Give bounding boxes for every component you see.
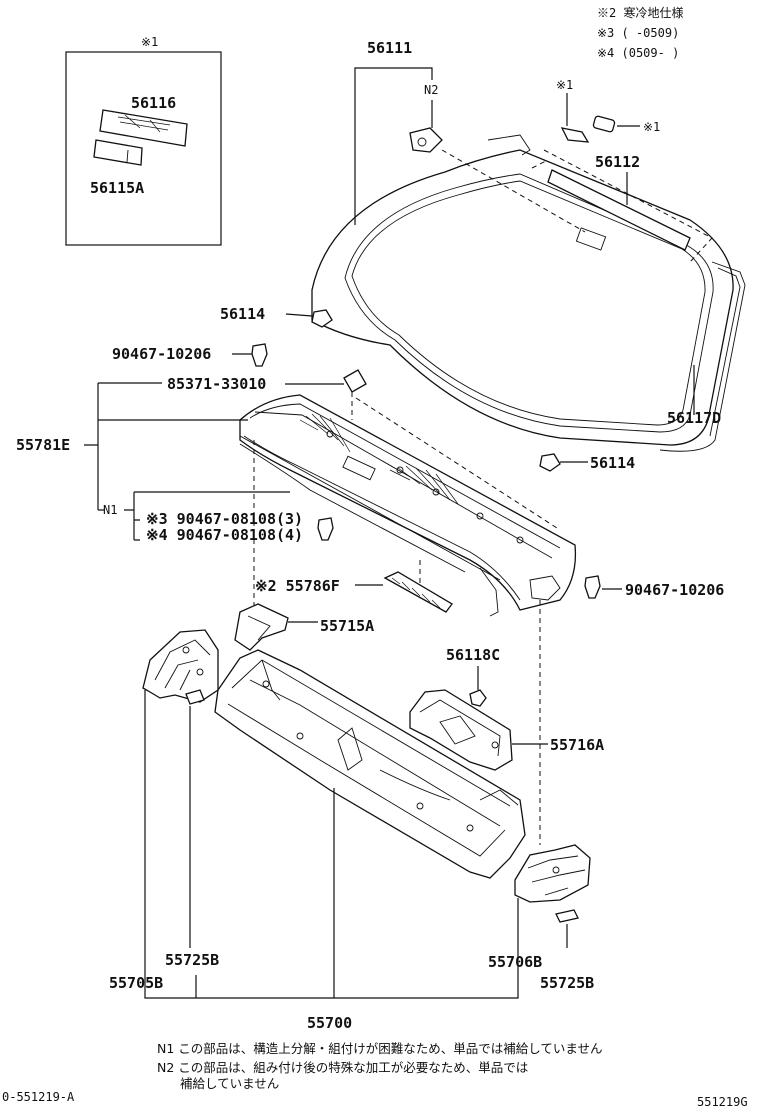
label-56111: 56111: [367, 39, 412, 57]
sticker-56116: [99, 109, 188, 147]
label-55715A: 55715A: [320, 617, 374, 635]
footnote-n2-line1: N2 この部品は、組み付け後の特殊な加工が必要なため、単品では: [157, 1060, 528, 1075]
label-56114-right: 56114: [590, 454, 635, 472]
inset-box: ※1 56116 56115A: [65, 35, 222, 246]
label-55700: 55700: [307, 1014, 352, 1032]
seal-55786F: [383, 571, 453, 613]
label-x1-right: ※1: [643, 120, 660, 134]
label-56112: 56112: [595, 153, 640, 171]
label-n2: N2: [424, 83, 438, 97]
clip-90467-08108: [317, 517, 334, 541]
shim-55725B-left: [185, 689, 205, 705]
bracket-85371: [343, 369, 561, 531]
legend-note-2: ※2 寒冷地仕様: [597, 5, 683, 20]
clip-56114-left: [311, 309, 333, 328]
footnote-n2-line2: 補給していません: [180, 1076, 279, 1091]
clip-56118C: [469, 666, 487, 707]
bracket-55715A: [234, 603, 289, 651]
side-panel-55705B: [142, 629, 219, 703]
label-90467-08108-3: ※3 90467-08108(3): [146, 510, 303, 528]
legend-note-3: ※3 ( -0509): [597, 26, 679, 40]
label-55781E: 55781E: [16, 436, 70, 454]
label-n1: N1: [103, 503, 117, 517]
legend-note-4: ※4 (0509- ): [597, 46, 679, 60]
side-panel-55706B: [514, 844, 591, 903]
label-55786F: ※2 55786F: [255, 577, 340, 595]
inset-mark: ※1: [141, 35, 158, 49]
windshield-glass: [311, 149, 734, 446]
clip-56114-right: [539, 453, 561, 472]
label-56115A: 56115A: [90, 179, 144, 197]
clip-90467-10206-left: [251, 343, 268, 367]
label-85371-33010: 85371-33010: [167, 375, 266, 393]
bracket-55716A: [409, 689, 513, 771]
label-55725B-right: 55725B: [540, 974, 594, 992]
diagram-code-right: 551219G: [697, 1095, 748, 1109]
footnote-n1: N1 この部品は、構造上分解・組付けが困難なため、単品では補給していません: [157, 1041, 603, 1056]
label-55705B: 55705B: [109, 974, 163, 992]
clip-x1: [560, 115, 640, 143]
label-90467-08108-4: ※4 90467-08108(4): [146, 526, 303, 544]
clip-90467-10206-right: [584, 575, 601, 599]
label-56118C: 56118C: [446, 646, 500, 664]
label-55716A: 55716A: [550, 736, 604, 754]
mirror-bracket-n2: [409, 100, 586, 233]
label-90467-10206-right: 90467-10206: [625, 581, 724, 599]
label-55706B: 55706B: [488, 953, 542, 971]
sticker-56115A: [93, 139, 143, 166]
label-56116: 56116: [131, 94, 176, 112]
label-90467-10206-left: 90467-10206: [112, 345, 211, 363]
label-x1-top: ※1: [556, 78, 573, 92]
diagram-code-left: 0-551219-A: [2, 1090, 75, 1104]
label-55725B-left: 55725B: [165, 951, 219, 969]
cowl-louver-55781E: [239, 394, 577, 617]
cowl-panel-55700: [214, 649, 526, 879]
dam-56112: [531, 149, 713, 263]
label-56117D: 56117D: [667, 409, 721, 427]
label-56114-left: 56114: [220, 305, 265, 323]
shim-55725B-right: [555, 909, 579, 923]
